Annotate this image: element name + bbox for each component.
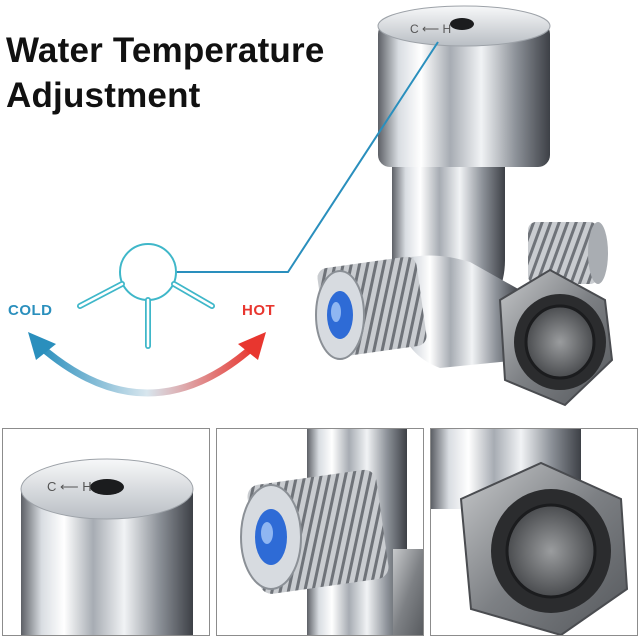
- detail-thumbnail-cap: C ⟵ H: [2, 428, 210, 636]
- headline: Water Temperature Adjustment: [6, 28, 325, 118]
- detail-thumbnail-filter: [430, 428, 638, 636]
- dial-icon: [77, 243, 215, 349]
- cap-closeup-image: C ⟵ H: [20, 458, 194, 635]
- cold-label: COLD: [8, 302, 53, 319]
- cap-marking: C ⟵ H: [410, 22, 451, 36]
- headline-line-1: Water Temperature: [6, 31, 325, 70]
- curved-arrow-icon: [28, 332, 266, 397]
- thumb-cap-marking: C ⟵ H: [47, 479, 92, 494]
- detail-thumbnail-inlet: [216, 428, 424, 636]
- inlet-closeup-image: [240, 429, 423, 635]
- filter-closeup-image: [431, 429, 629, 635]
- hot-label: HOT: [242, 302, 276, 319]
- product-illustration: C ⟵ H: [28, 5, 614, 407]
- headline-line-2: Adjustment: [6, 76, 201, 115]
